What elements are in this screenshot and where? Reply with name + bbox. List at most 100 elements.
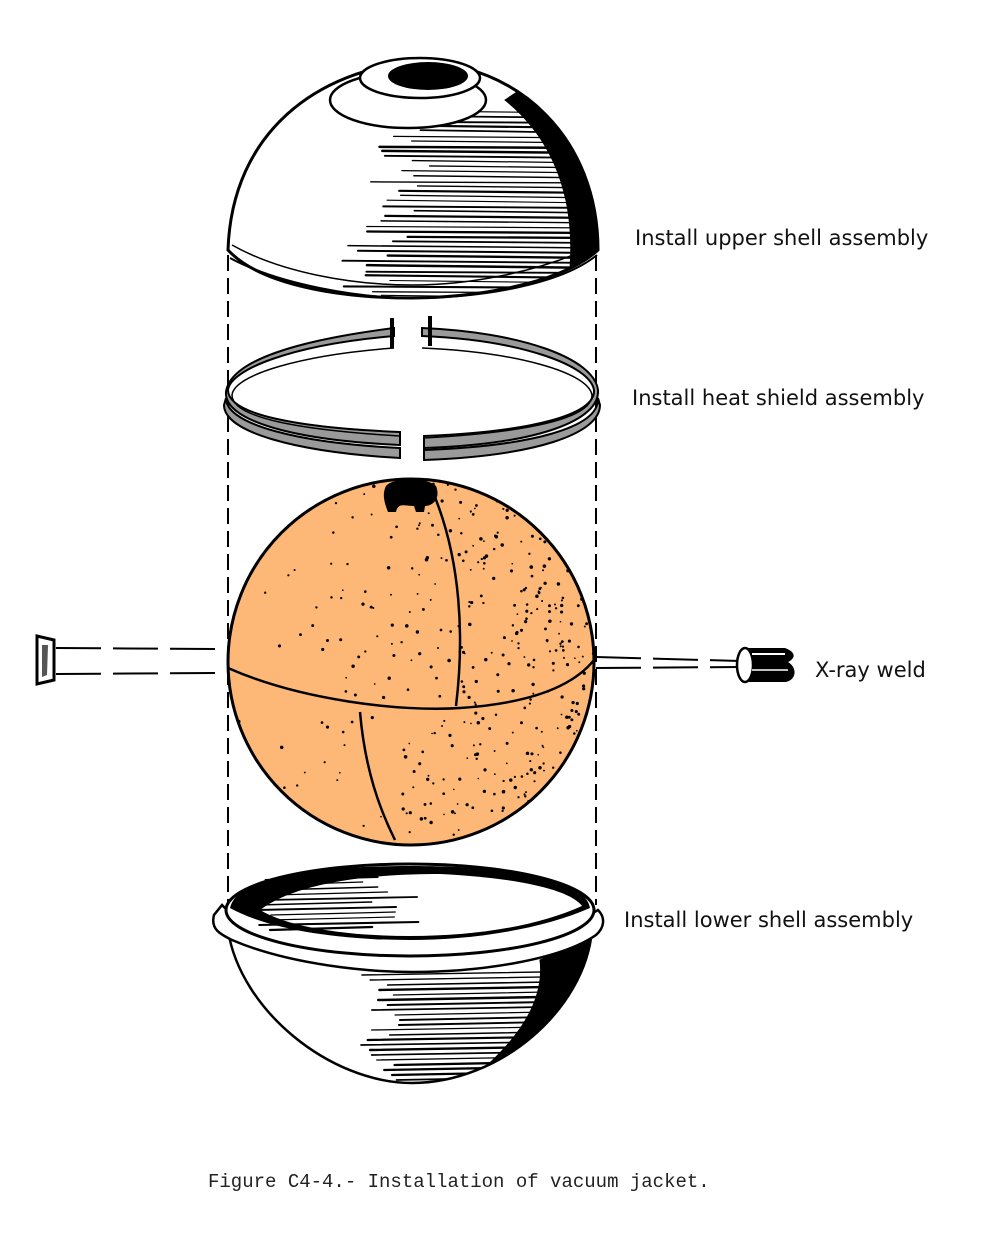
stipple-dot — [279, 745, 284, 750]
stipple-dot — [561, 649, 565, 652]
stipple-dot — [474, 507, 476, 510]
stipple-dot — [458, 517, 461, 520]
stipple-dot — [372, 484, 376, 488]
stipple-dot — [560, 610, 564, 614]
stipple-dot — [538, 765, 542, 770]
stipple-dot — [468, 605, 471, 608]
stipple-dot — [490, 651, 493, 654]
stipple-dot — [425, 555, 430, 560]
stipple-dot — [517, 642, 520, 645]
stipple-dot — [567, 639, 571, 643]
stipple-dot — [416, 592, 419, 595]
stipple-dot — [483, 768, 487, 772]
stipple-dot — [346, 562, 349, 566]
stipple-dot — [496, 673, 500, 677]
stipple-dot — [423, 816, 427, 820]
engraving-line — [255, 906, 398, 911]
stipple-dot — [429, 820, 433, 825]
stipple-dot — [402, 748, 406, 752]
stipple-dot — [452, 833, 455, 836]
stipple-dot — [448, 733, 452, 737]
stipple-dot — [529, 565, 534, 569]
stipple-dot — [511, 562, 514, 565]
stipple-dot — [437, 533, 440, 536]
stipple-dot — [418, 522, 421, 525]
stipple-dot — [438, 694, 442, 698]
stipple-dot — [390, 642, 393, 645]
stipple-dot — [429, 665, 433, 669]
stipple-dot — [490, 809, 494, 813]
stipple-dot — [524, 795, 527, 798]
stipple-dot — [517, 646, 520, 650]
stipple-dot — [443, 719, 446, 722]
stipple-dot — [415, 630, 420, 634]
engraving-line — [384, 214, 598, 220]
stipple-dot — [470, 601, 474, 605]
stipple-dot — [433, 731, 436, 735]
stipple-dot — [477, 561, 480, 564]
stipple-dot — [408, 830, 411, 834]
stipple-dot — [517, 796, 520, 799]
stipple-dot — [560, 599, 563, 602]
stipple-dot — [344, 690, 348, 693]
stipple-dot — [560, 695, 564, 699]
stipple-dot — [311, 624, 315, 628]
stipple-dot — [505, 508, 509, 512]
stipple-dot — [511, 640, 513, 642]
stipple-dot — [475, 757, 478, 761]
stipple-dot — [363, 493, 366, 496]
stipple-dot — [533, 780, 536, 783]
stipple-dot — [567, 715, 571, 719]
stipple-dot — [361, 602, 365, 606]
stipple-dot — [566, 569, 570, 573]
stipple-dot — [494, 713, 498, 717]
stipple-dot — [419, 817, 424, 821]
stipple-dot — [533, 771, 537, 775]
stipple-dot — [421, 607, 425, 611]
stipple-dot — [505, 762, 508, 765]
shading — [504, 89, 598, 269]
stipple-dot — [443, 813, 445, 816]
stipple-dot — [484, 657, 488, 662]
stipple-dot — [523, 619, 528, 624]
stipple-dot — [405, 624, 409, 628]
stipple-dot — [501, 809, 504, 813]
stipple-dot — [540, 730, 543, 733]
stipple-dot — [560, 713, 563, 716]
stipple-dot — [431, 523, 434, 527]
stipple-dot — [479, 594, 483, 598]
stipple-dot — [403, 755, 408, 759]
label-upper-shell: Install upper shell assembly — [635, 226, 928, 250]
stipple-dot — [410, 567, 414, 570]
stipple-dot — [556, 582, 561, 586]
label-heat-shield: Install heat shield assembly — [632, 386, 924, 410]
stipple-dot — [570, 708, 574, 713]
assembly-guide-lines — [227, 255, 597, 905]
stipple-dot — [520, 721, 523, 725]
stipple-dot — [457, 829, 460, 831]
stipple-dot — [516, 613, 519, 615]
stipple-dot — [526, 772, 529, 775]
stipple-dot — [560, 603, 564, 608]
stipple-dot — [336, 779, 339, 782]
stipple-dot — [468, 622, 472, 627]
stipple-dot — [330, 596, 333, 599]
stipple-dot — [552, 766, 555, 769]
stipple-dot — [554, 607, 558, 610]
stipple-dot — [576, 604, 580, 608]
stipple-dot — [519, 628, 524, 632]
engraving-line — [341, 259, 598, 264]
stipple-dot — [464, 550, 468, 554]
stipple-dot — [456, 803, 459, 805]
stipple-dot — [350, 720, 354, 724]
stipple-dot — [458, 777, 462, 781]
stipple-dot — [505, 516, 509, 520]
engraving-line — [365, 263, 598, 270]
stipple-dot — [482, 556, 487, 560]
stipple-dot — [476, 720, 481, 725]
stipple-dot — [412, 769, 416, 774]
stipple-dot — [537, 591, 541, 595]
stipple-dot — [467, 695, 471, 700]
stipple-dot — [505, 741, 509, 745]
stipple-dot — [474, 703, 477, 706]
